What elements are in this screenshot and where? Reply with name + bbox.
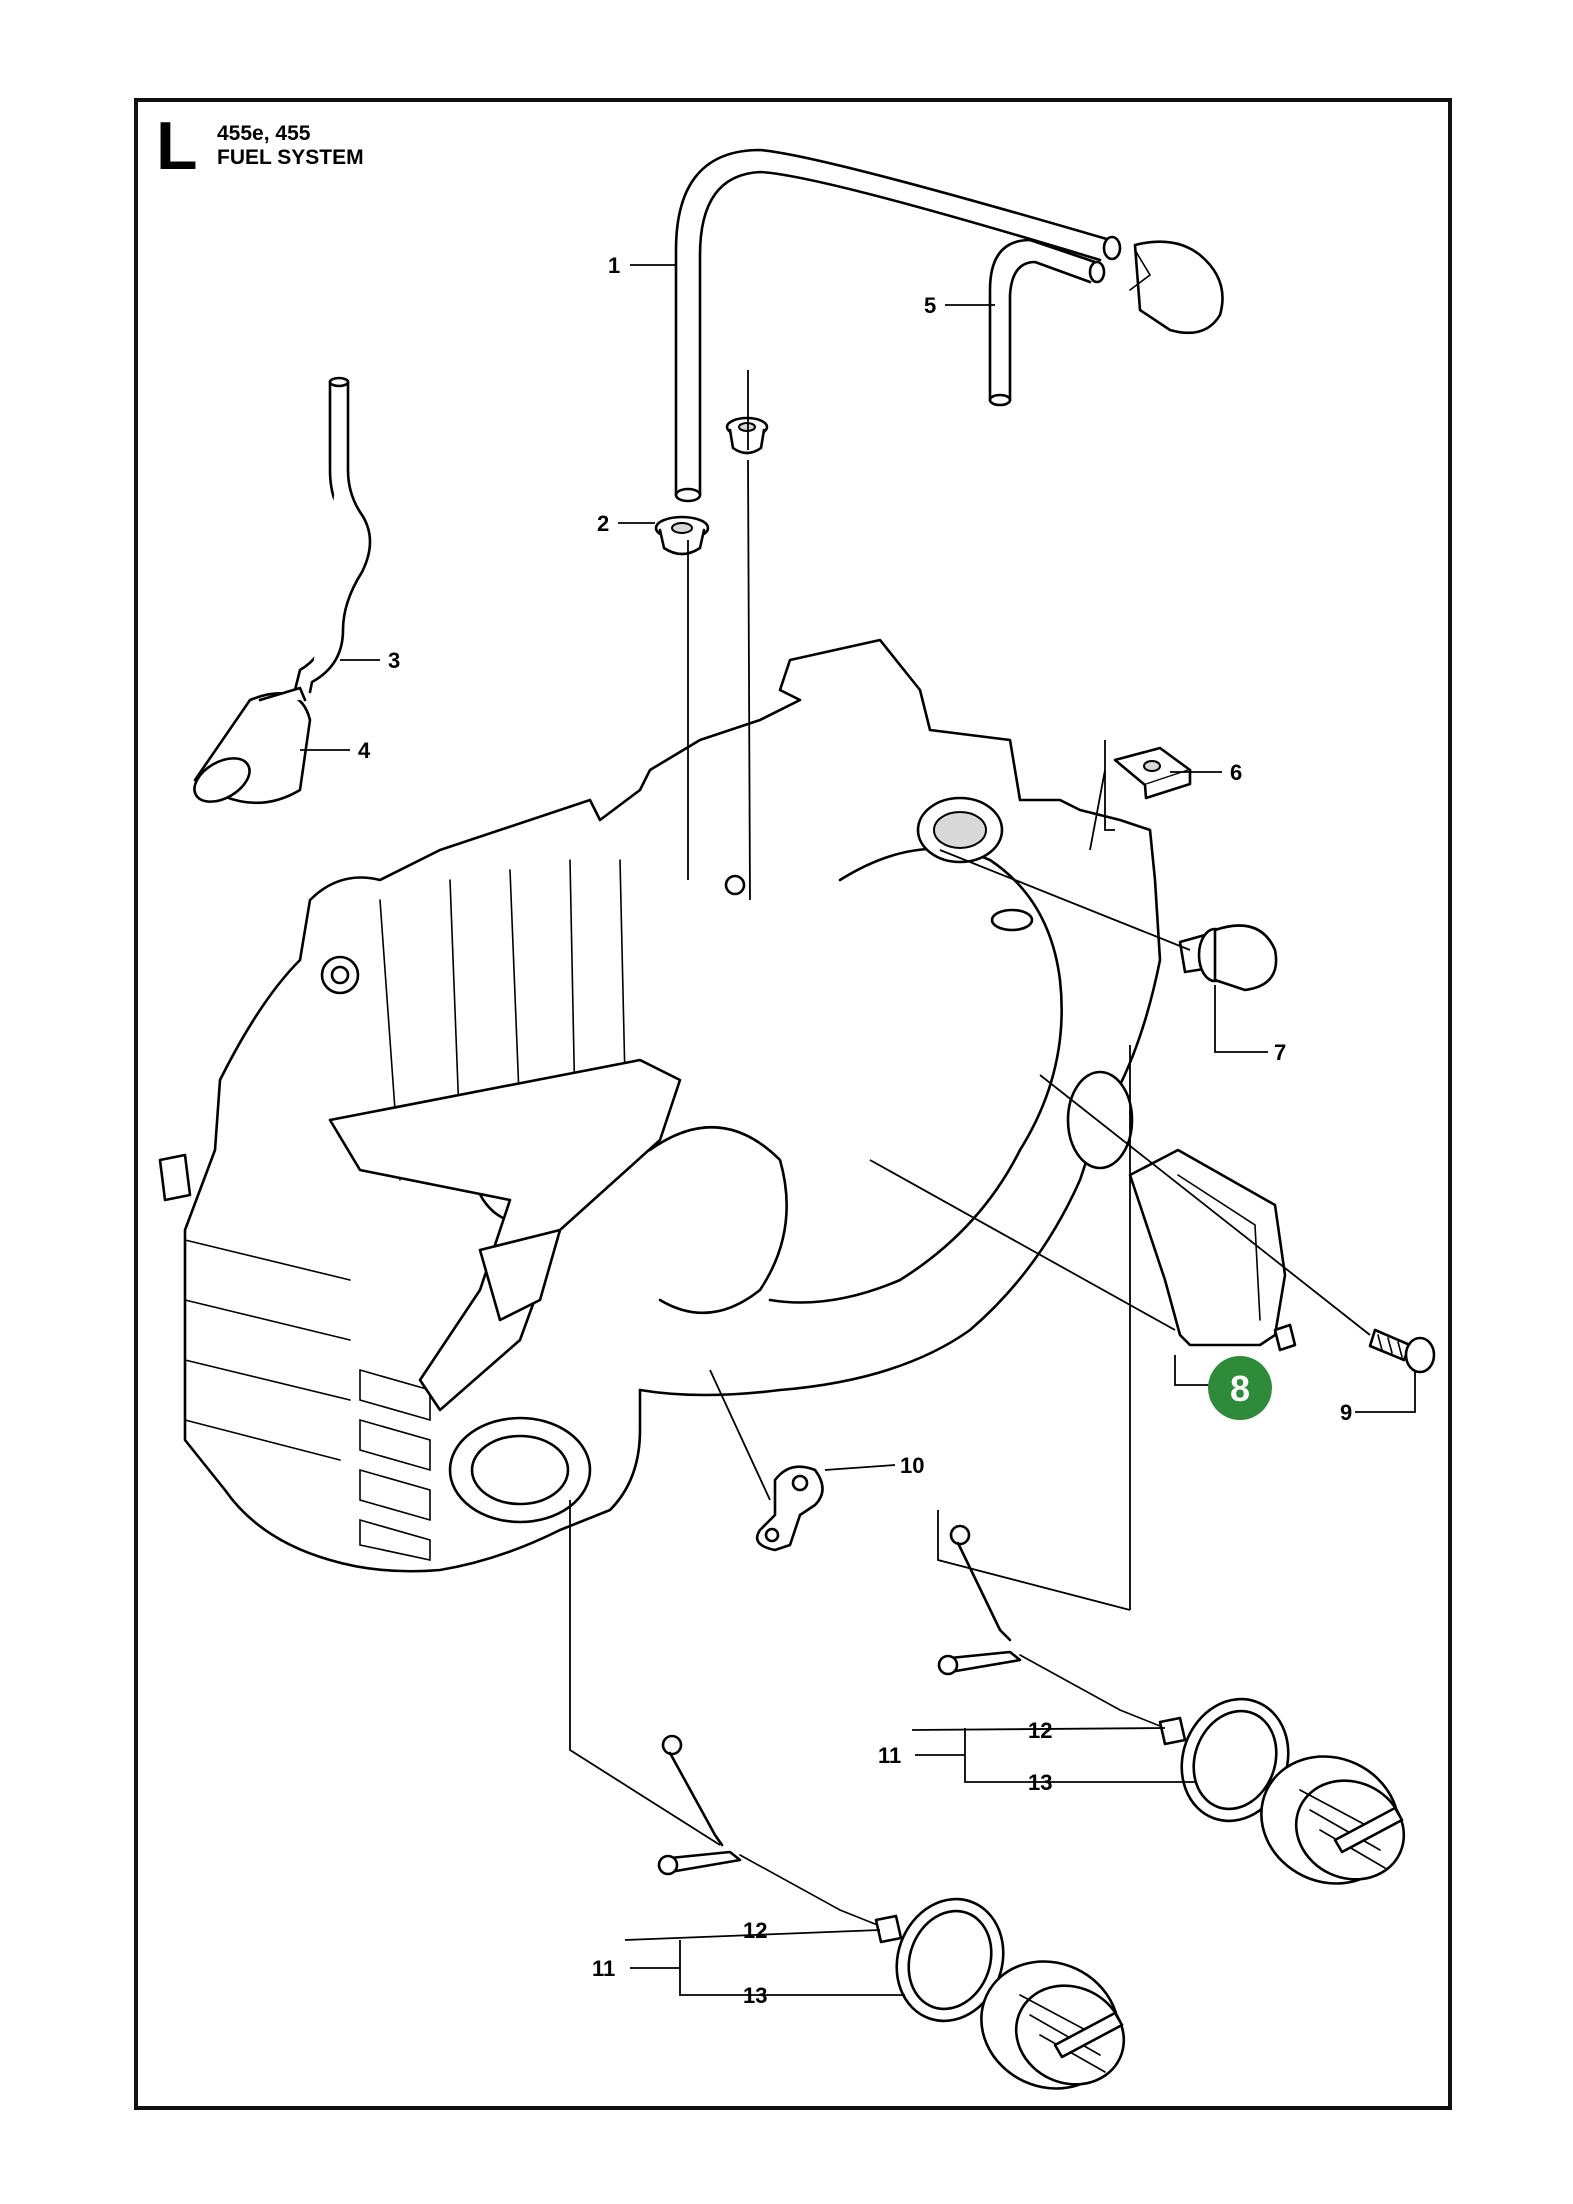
callout-13-lower: 13 [743,1983,767,2008]
crankcase-tank-housing[interactable] [158,638,1162,1573]
section-title: FUEL SYSTEM [217,146,364,169]
fuel-filter-part[interactable] [187,686,312,811]
callout-1: 1 [608,253,620,278]
model-list: 455e, 455 [217,122,311,145]
leader-lines [300,264,1416,1996]
callout-11-lower: 11 [592,1956,615,1981]
callout-5: 5 [924,293,936,318]
clip-nut-part[interactable] [1113,746,1192,800]
callout-10: 10 [900,1453,924,1478]
callout-2: 2 [597,511,609,536]
bracket-part[interactable] [755,1465,824,1552]
highlighted-callout-8[interactable]: 8 [1208,1356,1272,1420]
callout-6: 6 [1230,760,1242,785]
callout-11-upper: 11 [878,1743,901,1768]
fuel-cap-set-lower[interactable] [657,1734,1140,2111]
callout-4: 4 [358,738,371,763]
screw-part[interactable] [1368,1328,1436,1374]
callout-7: 7 [1274,1040,1286,1065]
section-letter: L [156,108,198,184]
cover-plate-part[interactable] [1128,1148,1297,1352]
callout-12-upper: 12 [1028,1718,1052,1743]
pickup-hose-part[interactable] [293,376,372,694]
callout-8: 8 [1230,1368,1250,1409]
callout-9: 9 [1340,1400,1352,1425]
callout-12-lower: 12 [743,1918,767,1943]
callout-labels: 1 2 3 4 5 6 7 9 10 11 12 13 11 12 13 [358,253,1352,2008]
callout-13-upper: 13 [1028,1770,1052,1795]
callout-3: 3 [388,648,400,673]
primer-bulb-part[interactable] [1178,924,1278,992]
fuel-cap-set-upper[interactable] [937,1524,1420,1906]
grommet-upper-part[interactable] [725,416,769,455]
grommet-part[interactable] [654,515,710,556]
diagram-frame [134,98,1452,2110]
vent-hose-part[interactable] [988,238,1224,407]
